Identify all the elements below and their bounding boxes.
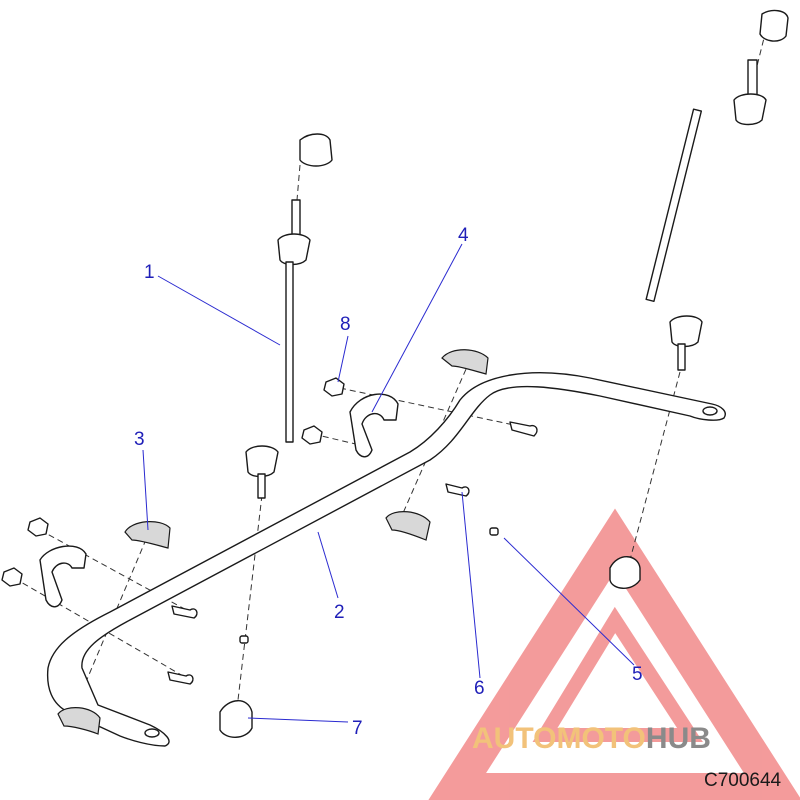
callout-1: 1: [144, 262, 155, 283]
clamp-group: [39, 393, 399, 608]
nut-group: [1, 377, 345, 587]
watermark-brand-text: AUTOMOTOHUB: [472, 722, 711, 755]
bolt-group: [167, 421, 538, 685]
stabilizer-bar: [46, 372, 726, 747]
end-cap-group: [219, 556, 641, 738]
callout-2: 2: [334, 602, 345, 623]
leader-lines: [142, 243, 635, 723]
link-rod-right: [645, 9, 789, 371]
callout-4: 4: [458, 225, 469, 246]
callout-5: 5: [632, 664, 643, 685]
bushing-group: [57, 349, 489, 735]
callout-8: 8: [340, 314, 351, 335]
callout-6: 6: [474, 678, 485, 699]
callout-7: 7: [352, 718, 363, 739]
grease-fitting-group: [239, 527, 499, 644]
watermark-logo: [428, 508, 800, 800]
callout-3: 3: [134, 429, 145, 450]
drawing-id: C700644: [704, 770, 782, 791]
link-rod-left: [245, 133, 333, 499]
watermark-brand-part2: HUB: [646, 722, 711, 755]
watermark-brand-part1: AUTOMOTO: [472, 722, 646, 755]
